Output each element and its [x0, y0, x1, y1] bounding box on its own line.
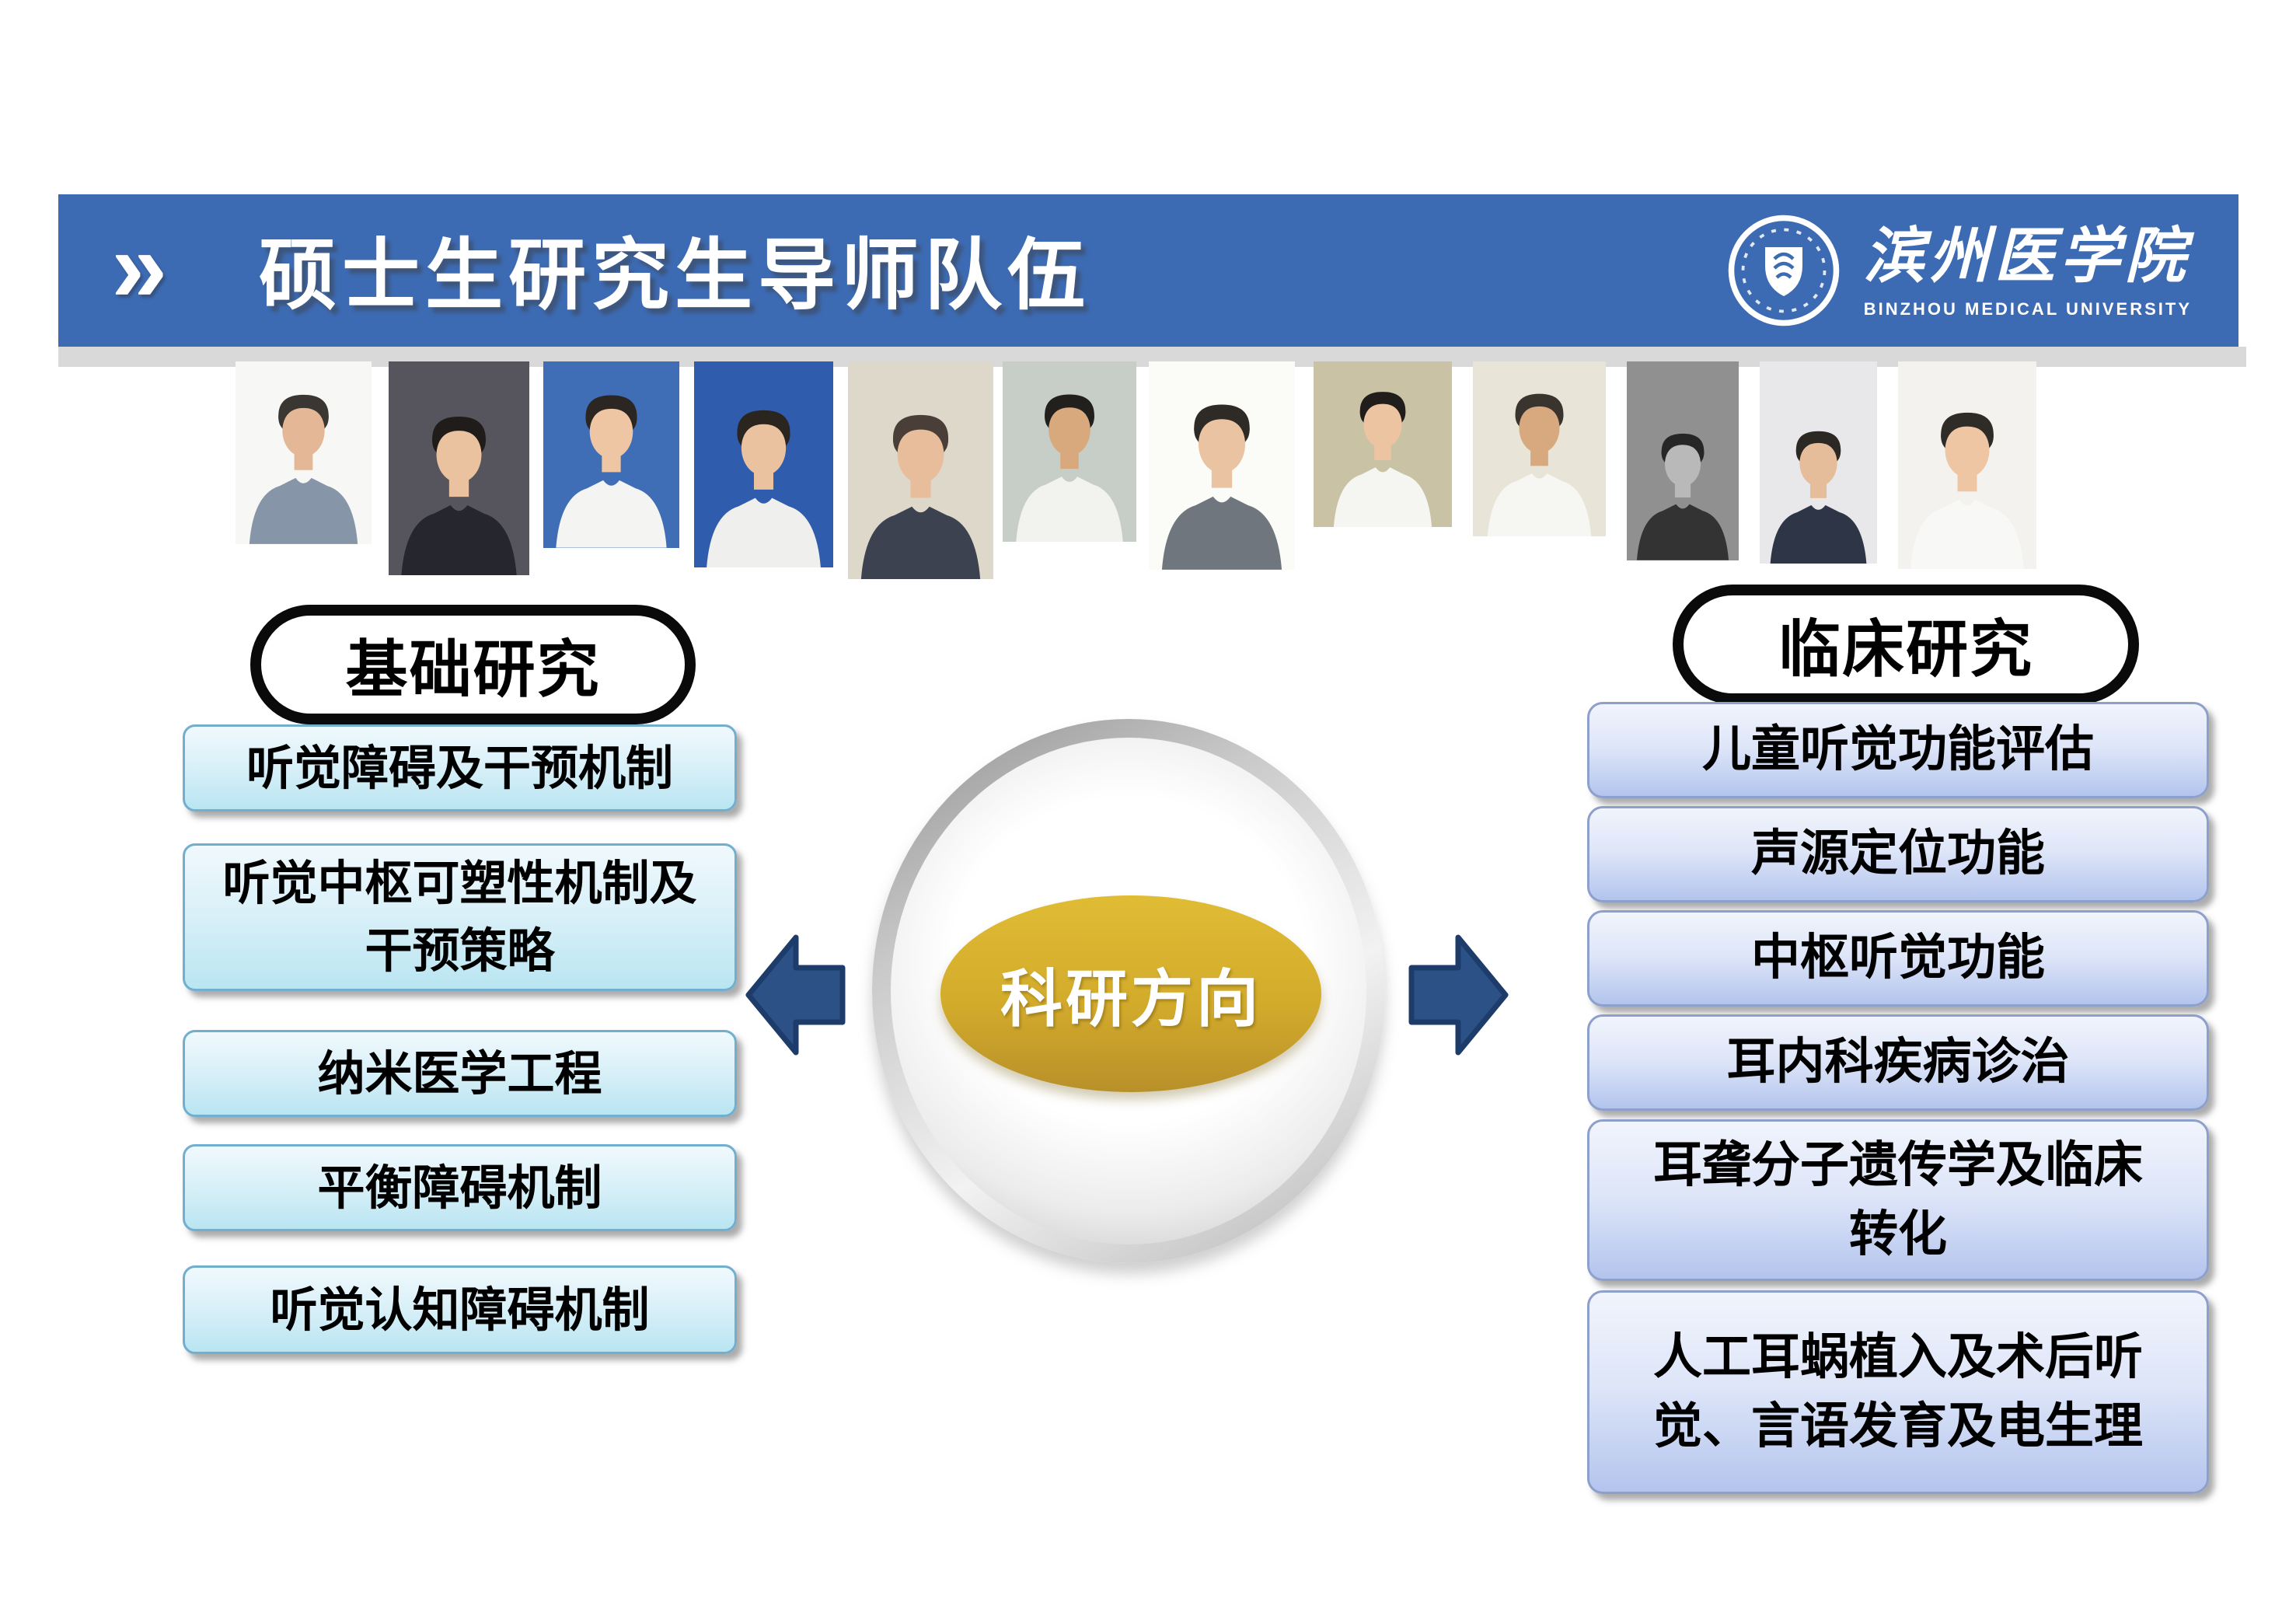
clinical-research-box-2: 声源定位功能 — [1587, 806, 2209, 902]
left-arrow-icon — [745, 934, 846, 1056]
portrait-photo-2 — [389, 361, 529, 575]
basic-research-box-1: 听觉障碍及干预机制 — [183, 724, 737, 811]
portrait-photo-8 — [1314, 361, 1452, 527]
clinical-research-box-1: 儿童听觉功能评估 — [1587, 702, 2209, 798]
university-emblem-icon — [1728, 215, 1839, 326]
research-directions-ellipse: 科研方向 — [940, 895, 1321, 1092]
portrait-photo-9 — [1473, 361, 1606, 536]
university-name-en: BINZHOU MEDICAL UNIVERSITY — [1863, 298, 2192, 319]
basic-research-box-2: 听觉中枢可塑性机制及干预策略 — [183, 843, 737, 991]
clinical-research-pill: 临床研究 — [1673, 585, 2139, 704]
basic-research-box-3: 纳米医学工程 — [183, 1030, 737, 1117]
portrait-photo-7 — [1149, 361, 1295, 570]
basic-research-pill: 基础研究 — [250, 605, 696, 724]
page-title: 硕士生研究生导师队伍 — [259, 232, 1090, 319]
portrait-photo-3 — [543, 361, 679, 548]
portrait-photo-12 — [1898, 361, 2036, 569]
portrait-photo-10 — [1627, 361, 1739, 560]
portrait-photo-1 — [236, 361, 372, 544]
clinical-research-box-3: 中枢听觉功能 — [1587, 910, 2209, 1007]
clinical-research-box-6: 人工耳蜗植入及术后听觉、言语发育及电生理 — [1587, 1290, 2209, 1494]
university-name-cn: 滨州医学院 — [1863, 222, 2190, 291]
research-directions-label: 科研方向 — [1000, 964, 1261, 1034]
header-banner: » 硕士生研究生导师队伍 滨州医学院 BINZHOU MEDICAL UNIVE… — [58, 194, 2238, 347]
basic-research-box-5: 听觉认知障碍机制 — [183, 1265, 737, 1354]
portrait-photo-5 — [848, 361, 993, 579]
double-chevron-icon: » — [111, 209, 168, 323]
portrait-photo-11 — [1760, 361, 1877, 564]
clinical-research-box-5: 耳聋分子遗传学及临床转化 — [1587, 1119, 2209, 1281]
right-arrow-icon — [1408, 934, 1509, 1056]
portrait-photo-6 — [1003, 361, 1136, 542]
university-logo: 滨州医学院 BINZHOU MEDICAL UNIVERSITY — [1725, 194, 2192, 347]
university-logo-text: 滨州医学院 BINZHOU MEDICAL UNIVERSITY — [1864, 222, 2192, 319]
basic-research-box-4: 平衡障碍机制 — [183, 1144, 737, 1231]
portrait-photo-4 — [694, 361, 833, 567]
clinical-research-box-4: 耳内科疾病诊治 — [1587, 1014, 2209, 1111]
